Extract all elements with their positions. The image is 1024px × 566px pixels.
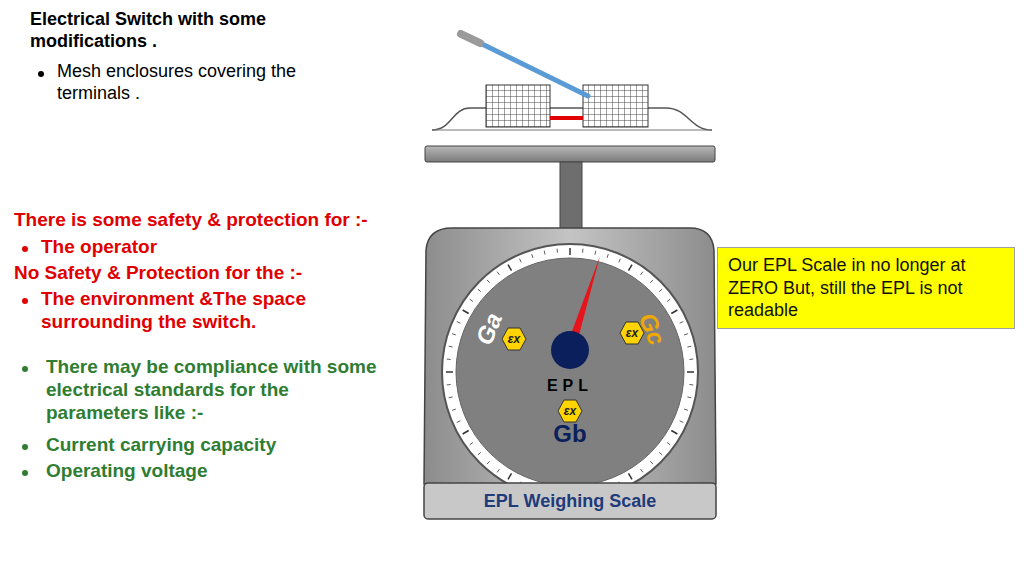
tick-mark [449, 346, 453, 348]
node-text: EPL Weighing Scale [484, 491, 656, 512]
note-text: There is some safety & protection for :- [14, 209, 414, 232]
tick-mark [659, 452, 662, 455]
tick-mark [449, 396, 453, 398]
tick-mark [607, 254, 608, 258]
tick-mark [497, 272, 499, 275]
note-text: Operating voltage [46, 460, 396, 483]
tick-mark [452, 409, 456, 410]
dial: GaGcEPLGbεxεxεx [445, 247, 695, 497]
tick-mark [619, 259, 621, 263]
tick-mark [508, 473, 512, 479]
tick-mark [463, 431, 469, 435]
tick-mark [457, 421, 461, 423]
note-text: Mesh enclosures covering the terminals . [57, 61, 367, 104]
tick-mark [470, 443, 473, 445]
dial-rim [442, 244, 698, 500]
tick-mark [629, 473, 633, 479]
tick-mark [680, 421, 684, 423]
tick-mark [544, 251, 546, 255]
contact-bar [550, 116, 583, 120]
dial-face [456, 258, 684, 486]
tick-mark [457, 322, 461, 324]
tick-mark [659, 289, 662, 292]
tick-mark [447, 359, 451, 360]
tick-mark [641, 469, 643, 472]
switch-base [432, 108, 712, 130]
node-text: EPL [547, 377, 593, 395]
node-text: εx [564, 404, 576, 418]
scale-base [424, 483, 716, 519]
node-text: εx [626, 326, 638, 340]
tick-mark [532, 254, 533, 258]
tick-mark [478, 289, 481, 292]
scale-stem [560, 162, 582, 230]
bullet [22, 470, 28, 476]
node-text: εx [508, 332, 520, 346]
tick-mark [508, 265, 512, 271]
tick-mark [582, 249, 583, 253]
node-text: Our EPL Scale in no longer at ZERO But, … [728, 254, 1004, 322]
ex-hexagon: εx [619, 321, 645, 345]
switch-base-line [432, 130, 712, 131]
tick-mark [687, 396, 691, 398]
note-text: The environment &The space surrounding t… [41, 288, 371, 334]
scale-base-label: EPL Weighing Scale [424, 483, 716, 519]
bullet [22, 298, 28, 304]
tick-mark [463, 310, 469, 314]
tick-mark [629, 265, 633, 271]
note-text: Current carrying capacity [46, 434, 396, 457]
tick-mark [447, 384, 451, 385]
tick-mark [487, 280, 490, 283]
note-text: No Safety & Protection for the :- [14, 262, 414, 285]
tick-mark [687, 371, 694, 373]
tick-mark [684, 334, 688, 335]
tick-mark [667, 299, 670, 301]
tick-mark [557, 249, 558, 253]
title: Electrical Switch with some modification… [30, 9, 360, 52]
tick-mark [667, 443, 670, 445]
tick-mark [487, 461, 490, 464]
tick-mark [569, 248, 571, 255]
tick-mark [689, 384, 693, 385]
tick-mark [680, 322, 684, 324]
node-text: Ga [470, 309, 508, 349]
tick-mark [520, 259, 522, 263]
tick-mark [594, 251, 596, 255]
note-text: The operator [41, 236, 381, 259]
mesh-enclosure [583, 85, 648, 127]
tick-mark [671, 310, 677, 314]
scale-platform [425, 146, 715, 162]
tick-mark [650, 461, 653, 464]
tick-mark [684, 409, 688, 410]
handle-tip [461, 34, 480, 43]
ex-hexagon: εx [557, 399, 583, 423]
bullet [22, 444, 28, 450]
tick-mark [641, 272, 643, 275]
node-text: Gb [553, 420, 586, 448]
tick-mark [470, 299, 473, 301]
tick-mark [650, 280, 653, 283]
tick-mark [452, 334, 456, 335]
dial-ticks [446, 248, 694, 496]
tick-mark [446, 371, 453, 373]
ex-hexagon: εx [501, 327, 527, 351]
bullet [22, 366, 28, 372]
tick-mark [478, 452, 481, 455]
needle-hub [551, 331, 589, 369]
mesh-enclosure [486, 85, 550, 127]
switch-handle [478, 42, 588, 96]
note-box: Our EPL Scale in no longer at ZERO But, … [717, 247, 1015, 329]
tick-mark [689, 359, 693, 360]
tick-mark [687, 346, 691, 348]
tick-mark [671, 431, 677, 435]
bullet [38, 71, 44, 77]
tick-mark [497, 469, 499, 472]
bullet [22, 246, 28, 252]
note-text: There may be compliance with some electr… [46, 356, 396, 424]
